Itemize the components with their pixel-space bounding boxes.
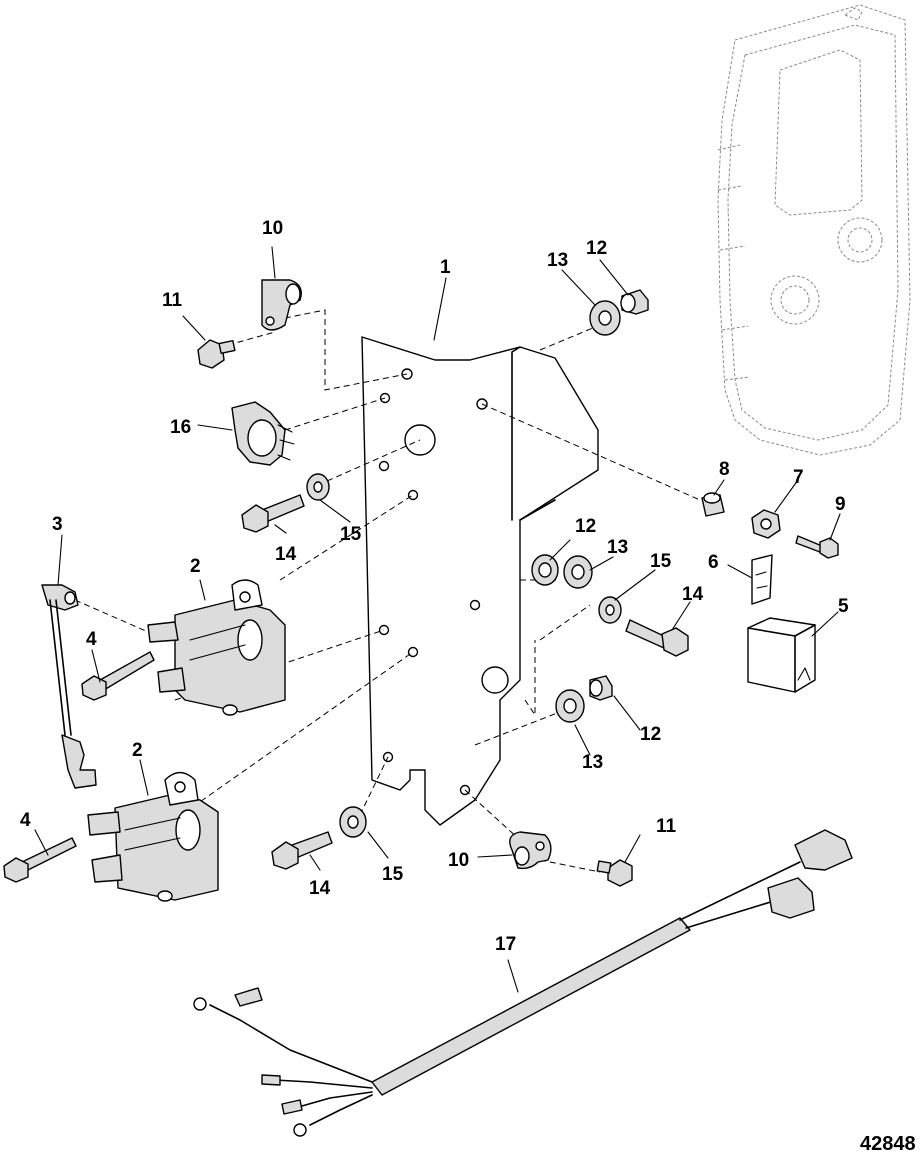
callout-4: 4 — [86, 629, 97, 650]
callout-4: 4 — [20, 810, 31, 831]
relay-5 — [747, 617, 816, 693]
bolt-4-upper — [81, 651, 155, 701]
callout-15: 15 — [382, 864, 404, 885]
bolt-4-lower — [3, 837, 77, 883]
bolt-11-lower — [596, 859, 633, 887]
callout-7: 7 — [793, 467, 804, 488]
clamp-upper — [261, 279, 302, 331]
bolt-14-upper — [241, 494, 305, 533]
nut-7 — [751, 509, 781, 539]
sleeve-12-lower — [589, 675, 613, 701]
washer-15-lower — [339, 806, 367, 838]
callout-11: 11 — [162, 290, 183, 311]
callout-16: 16 — [170, 417, 191, 438]
ignition-coil-2-upper — [147, 579, 286, 716]
clamp-lower — [509, 831, 552, 870]
callout-13: 13 — [607, 537, 628, 558]
bolt-11-upper — [197, 339, 236, 369]
callout-11: 11 — [656, 816, 677, 837]
washer-15-middle — [598, 596, 622, 624]
callout-8: 8 — [719, 459, 730, 480]
callout-14: 14 — [309, 878, 331, 899]
callout-13: 13 — [547, 250, 568, 271]
wiring-harness-17 — [193, 829, 853, 1137]
screw-9 — [795, 535, 839, 559]
callout-17: 17 — [495, 934, 516, 955]
grommet-13-middle — [563, 555, 593, 589]
callout-14: 14 — [682, 584, 704, 605]
callout-12: 12 — [575, 516, 596, 537]
engine-block-ghost — [717, 4, 911, 456]
bushing-8 — [701, 492, 725, 517]
leader-lines — [34, 246, 841, 993]
washer-15-upper — [306, 473, 330, 501]
grommet-13-lower — [555, 689, 585, 723]
grommet-13-upper — [589, 300, 621, 336]
callout-12: 12 — [586, 238, 607, 259]
callout-14: 14 — [275, 544, 297, 565]
callout-5: 5 — [838, 596, 849, 617]
callout-6: 6 — [708, 552, 719, 573]
ignition-lead-3 — [41, 584, 97, 789]
bracket-6 — [751, 554, 773, 605]
callout-1: 1 — [440, 257, 451, 278]
callout-12: 12 — [640, 724, 661, 745]
bolt-14-middle — [625, 619, 689, 657]
callout-9: 9 — [835, 494, 846, 515]
callout-15: 15 — [340, 524, 362, 545]
callout-10: 10 — [448, 850, 469, 871]
callout-2: 2 — [190, 556, 201, 577]
sleeve-12-upper — [620, 289, 649, 315]
sleeve-12-middle — [531, 554, 559, 586]
callout-15: 15 — [650, 551, 672, 572]
bolt-14-lower — [271, 831, 333, 870]
mounting-plate — [361, 336, 599, 826]
sensor-16 — [231, 401, 295, 466]
figure-number: 42848 — [860, 1133, 916, 1155]
callout-3: 3 — [52, 514, 63, 535]
callout-2: 2 — [132, 740, 143, 761]
callout-13: 13 — [582, 752, 603, 773]
callouts: 1 2 2 3 4 4 5 6 7 8 9 10 10 11 11 12 12 … — [20, 218, 849, 955]
callout-10: 10 — [262, 218, 283, 239]
ignition-coil-2-lower — [87, 771, 219, 902]
